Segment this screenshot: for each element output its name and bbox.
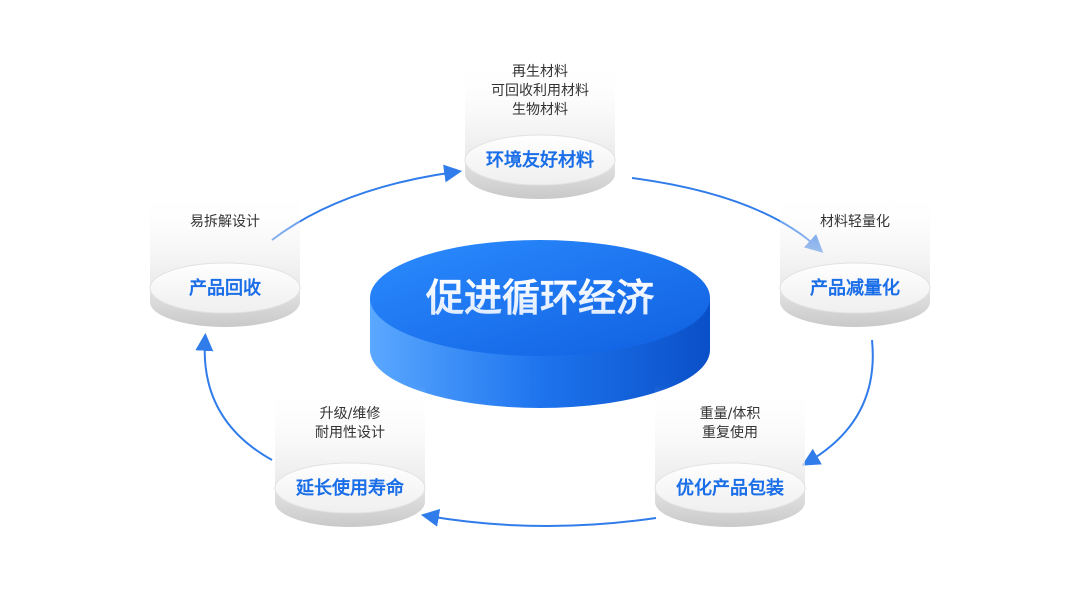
node-product-reduction: 产品减量化 材料轻量化 [779, 190, 931, 327]
center-title: 促进循环经济 [425, 276, 655, 320]
node-title: 产品回收 [189, 277, 261, 299]
center-platform: 促进循环经济 [370, 240, 710, 408]
arrow-reduction-to-packaging [801, 339, 874, 466]
node-note: 易拆解设计 [190, 214, 260, 230]
node-title: 延长使用寿命 [295, 477, 405, 499]
node-disk-top [464, 134, 616, 186]
node-title: 产品减量化 [810, 277, 900, 299]
node-note: 重量/体积 [700, 406, 761, 422]
arrow-lifespan-to-recycling [195, 332, 273, 461]
node-note: 可回收利用材料 [491, 83, 589, 99]
node-note: 耐用性设计 [315, 425, 385, 441]
node-disk-top [274, 462, 426, 514]
node-disk-top [149, 262, 301, 314]
node-title: 环境友好材料 [486, 149, 594, 171]
node-note: 生物材料 [512, 102, 568, 118]
node-disk-top [654, 462, 806, 514]
node-note: 升级/维修 [320, 406, 381, 422]
node-title: 优化产品包装 [676, 477, 784, 499]
center-top [370, 240, 710, 356]
node-note: 材料轻量化 [820, 214, 890, 230]
node-disk-top [779, 262, 931, 314]
node-note: 再生材料 [512, 64, 568, 80]
node-note: 重复使用 [702, 424, 758, 441]
arrow-packaging-to-lifespan [420, 508, 657, 527]
